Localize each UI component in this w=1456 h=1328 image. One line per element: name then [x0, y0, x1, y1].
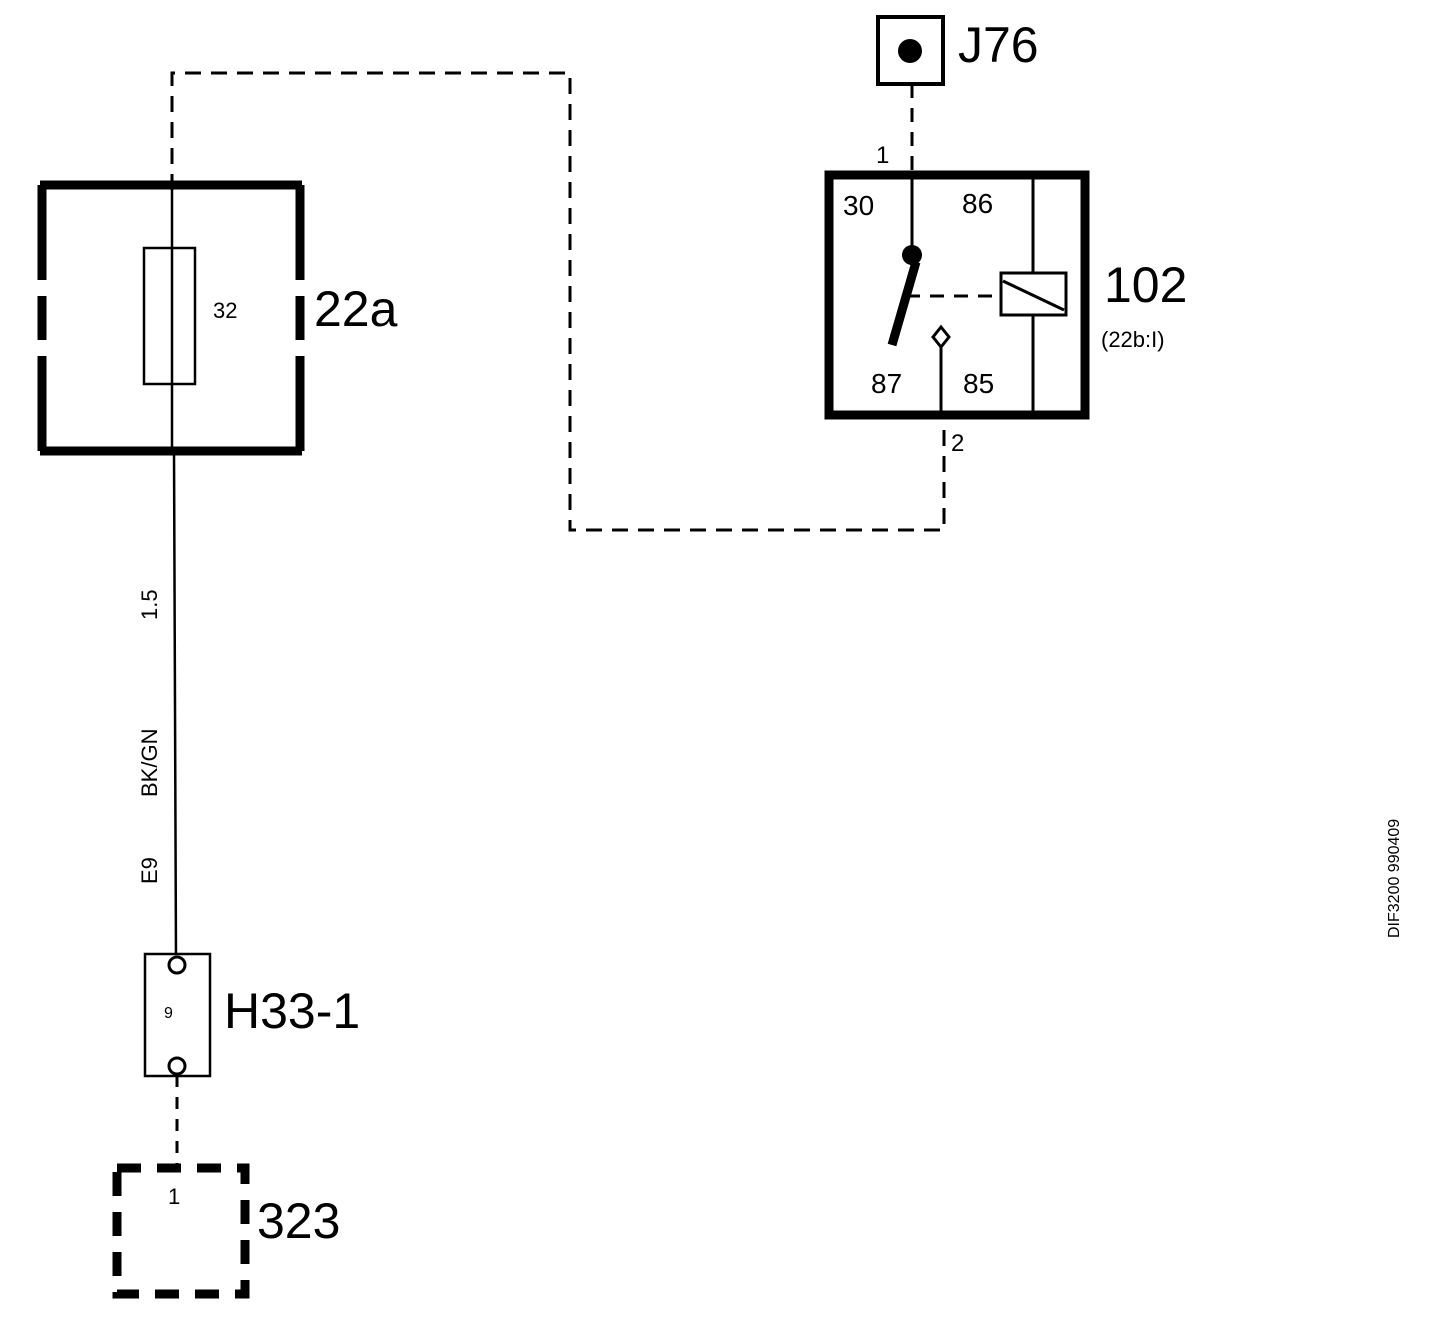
relay-wire-pin-bottom: 2 — [951, 430, 964, 457]
device-pin-label: 1 — [168, 1184, 180, 1209]
relay-wire-pin-top: 1 — [876, 142, 889, 169]
relay-pin-86: 86 — [962, 188, 993, 219]
fuse-element — [142, 246, 197, 386]
switch-pivot — [902, 245, 922, 265]
connector-pin-top — [167, 955, 187, 975]
connector-pin-label: 9 — [164, 1005, 173, 1022]
drawing-reference: DIF3200 990409 — [1386, 819, 1403, 938]
relay-id: 102 — [1104, 257, 1187, 313]
ground-j76-dot — [898, 39, 922, 63]
connector-h33-1 — [143, 952, 212, 1078]
relay-pin-30: 30 — [843, 190, 874, 221]
relay-sub-label: (22b:I) — [1101, 327, 1165, 352]
dashed-wire-loop — [170, 71, 946, 532]
device-323-box — [112, 1163, 250, 1299]
wire-size-label: 1.5 — [137, 589, 162, 620]
wire-code-label: E9 — [137, 857, 162, 884]
connector-pin-bottom — [167, 1056, 187, 1076]
switch-arm — [887, 260, 921, 347]
main-wire — [172, 450, 178, 961]
connector-id: H33-1 — [224, 983, 360, 1039]
relay-pin-85: 85 — [963, 368, 994, 399]
relay-102 — [824, 170, 1090, 420]
fuse-number-label: 32 — [213, 298, 237, 323]
device-id: 323 — [257, 1193, 340, 1249]
wire-color-label: BK/GN — [137, 729, 162, 797]
fuse-block-id: 22a — [314, 281, 398, 337]
relay-pin-87: 87 — [871, 368, 902, 399]
ground-id: J76 — [958, 17, 1039, 73]
